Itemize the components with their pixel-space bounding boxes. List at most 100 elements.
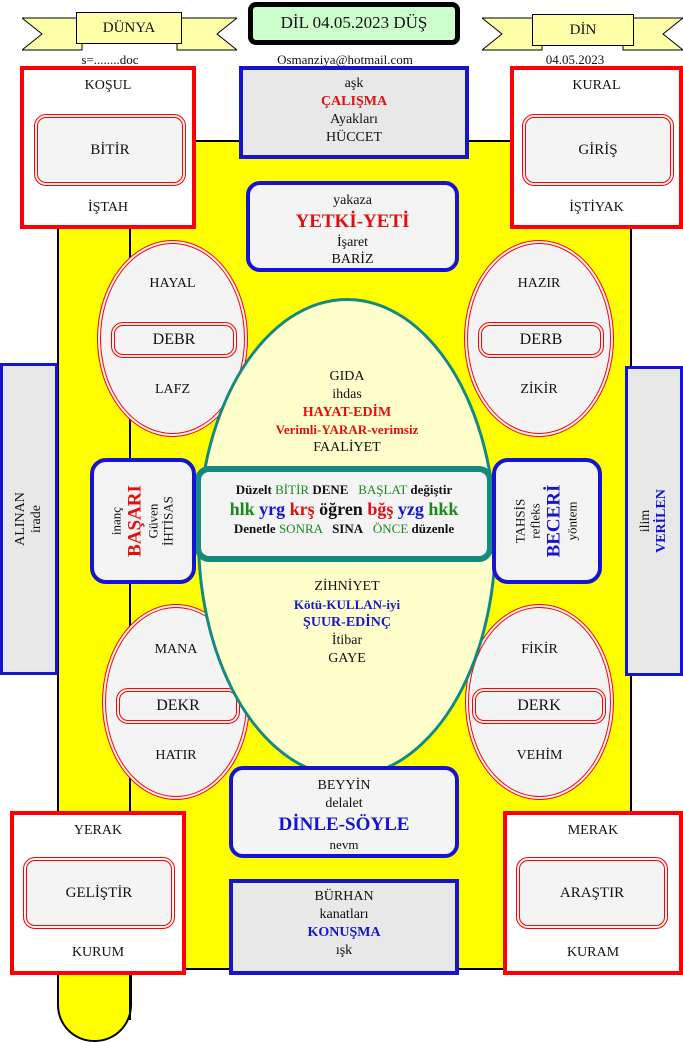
text: HÜCCET: [326, 130, 382, 145]
box-merak: MERAK ARAŞTIR KURAM: [503, 811, 683, 975]
word: DENE: [312, 482, 349, 497]
label-center: DERK: [472, 688, 606, 724]
label-top: HAYAL: [149, 276, 196, 291]
label-center: DERB: [478, 322, 604, 358]
text: ALINAN: [12, 492, 28, 546]
label-bottom: KURUM: [71, 945, 125, 960]
label-bottom: ZİKİR: [520, 382, 558, 397]
ellipse-fikir: FİKİR DERK VEHİM: [465, 604, 614, 800]
label-bottom: İŞTAH: [87, 200, 129, 215]
label-bottom: HATIR: [155, 748, 197, 763]
date: 04.05.2023: [545, 52, 605, 67]
label-top: YERAK: [73, 823, 123, 838]
word: düzenle: [411, 521, 455, 536]
label-top: FİKİR: [521, 642, 558, 657]
core-row-3: Denetle SONRA SINA ÖNCE düzenle: [201, 521, 487, 537]
text: ışk: [335, 943, 353, 958]
label-top: KURAL: [572, 78, 621, 93]
word: yrg: [259, 499, 286, 519]
word: değiştir: [410, 482, 453, 497]
box-yerak: YERAK GELİŞTİR KURUM: [10, 811, 186, 975]
text: HAYAT-EDİM: [302, 405, 392, 420]
text: refleks: [527, 503, 543, 539]
word: hlk: [229, 499, 255, 519]
box-burhan: BÜRHAN kanatları KONUŞMA ışk: [229, 879, 459, 975]
label-top: HAZIR: [517, 276, 561, 291]
label-center: DEKR: [116, 688, 240, 724]
text: BARİZ: [331, 252, 374, 267]
rotated-text: TAHSİS refleks BECERİ yöntem: [513, 484, 581, 558]
word: öğren: [319, 499, 363, 519]
text: BÜRHAN: [314, 889, 374, 904]
email[interactable]: Osmanziya@hotmail.com: [277, 52, 413, 67]
text: İtibar: [331, 633, 363, 648]
text: GIDA: [329, 369, 365, 384]
text: BEYYİN: [317, 778, 371, 793]
rotated-text: ilim VERİLEN: [638, 489, 670, 553]
text: KONUŞMA: [307, 925, 381, 940]
text: DİNLE-SÖYLE: [278, 814, 410, 835]
text: BECERİ: [543, 484, 565, 558]
text: Kötü-KULLAN-iyi: [293, 597, 401, 612]
text: inanç: [108, 506, 124, 536]
box-beyyin: BEYYİN delalet DİNLE-SÖYLE nevm: [229, 766, 459, 858]
core-box: Düzelt BİTİR DENE BAŞLAT değiştir hlk yr…: [195, 466, 493, 562]
label-bottom: LAFZ: [155, 382, 190, 397]
banner-dunya: DÜNYA: [76, 12, 182, 44]
text: Ayakları: [330, 112, 378, 127]
text: BAŞARI: [124, 485, 146, 557]
box-basari: inanç BAŞARI Güven İHTİSAS: [90, 458, 196, 584]
text: İşaret: [336, 235, 369, 250]
label-top: KOŞUL: [84, 78, 132, 93]
banner-din: DİN: [532, 14, 634, 46]
word: ÖNCE: [372, 521, 409, 536]
label-bottom: KURAM: [566, 945, 620, 960]
text: aşk: [344, 76, 364, 91]
word: krş: [289, 499, 315, 519]
word: Düzelt: [235, 482, 272, 497]
label-bottom: VEHİM: [516, 748, 563, 763]
text: yöntem: [564, 501, 580, 541]
box-beceri: TAHSİS refleks BECERİ yöntem: [492, 458, 602, 584]
word: bğş: [367, 499, 394, 519]
text: ŞUUR-EDİNÇ: [303, 615, 391, 630]
word: yzg: [397, 499, 424, 519]
box-kural: KURAL GİRİŞ İŞTİYAK: [510, 66, 683, 229]
bar-alinan: ALINAN irade: [0, 363, 58, 675]
box-yetki: yakaza YETKİ-YETİ İşaret BARİZ: [246, 181, 459, 272]
label-center: BİTİR: [34, 114, 186, 186]
rotated-text: inanç BAŞARI Güven İHTİSAS: [108, 485, 177, 557]
core-row-2: hlk yrg krş öğren bğş yzg hkk: [201, 499, 487, 520]
box-kosul: KOŞUL BİTİR İŞTAH: [20, 66, 196, 229]
text: YETKİ-YETİ: [295, 211, 410, 232]
label-top: MERAK: [567, 823, 619, 838]
page-title: DİL 04.05.2023 DÜŞ: [248, 2, 460, 45]
text: ZİHNİYET: [314, 579, 380, 594]
label-center: DEBR: [111, 322, 237, 358]
text: nevm: [329, 837, 359, 852]
text: VERİLEN: [654, 489, 669, 553]
text: Güven: [145, 503, 161, 539]
label-center: ARAŞTIR: [516, 857, 668, 929]
box-calisma: aşk ÇALIŞMA Ayakları HÜCCET: [239, 66, 469, 159]
text: kanatları: [319, 907, 369, 922]
label-center: GİRİŞ: [522, 114, 674, 186]
ellipse-hazir: HAZIR DERB ZİKİR: [464, 240, 614, 437]
text: GAYE: [328, 651, 366, 666]
word: hkk: [428, 499, 459, 519]
text: FAALİYET: [313, 440, 381, 455]
word: BAŞLAT: [358, 482, 408, 497]
core-row-1: Düzelt BİTİR DENE BAŞLAT değiştir: [201, 482, 487, 498]
word: SONRA: [278, 521, 323, 536]
label-top: MANA: [154, 642, 198, 657]
text: ilim: [637, 509, 653, 533]
text: delalet: [325, 796, 363, 811]
word: BİTİR: [275, 482, 310, 497]
left-ribbon-icon: [22, 17, 237, 51]
text: ihdas: [332, 387, 362, 402]
bar-verilen: ilim VERİLEN: [625, 366, 683, 676]
label-center: GELİŞTİR: [23, 857, 175, 929]
text: irade: [29, 505, 44, 533]
text: Verimli-YARAR-verimsiz: [275, 422, 419, 437]
label-bottom: İŞTİYAK: [569, 200, 624, 215]
